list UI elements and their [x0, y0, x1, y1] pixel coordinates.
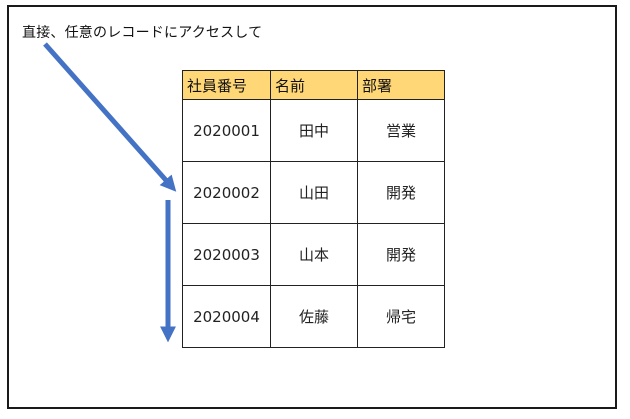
- table-row: 2020001 田中 営業: [182, 99, 445, 162]
- department-cell: 開発: [357, 223, 445, 286]
- employee-id-cell: 2020002: [182, 161, 271, 224]
- caption-text: 直接、任意のレコードにアクセスして: [22, 25, 263, 41]
- department-cell: 帰宅: [357, 285, 445, 348]
- employee-id-cell: 2020003: [182, 223, 271, 286]
- name-cell: 山田: [270, 161, 358, 224]
- department-cell: 営業: [357, 99, 445, 162]
- table-row: 2020003 山本 開発: [182, 223, 445, 286]
- department-cell: 開発: [357, 161, 445, 224]
- column-header-department: 部署: [357, 70, 445, 100]
- name-cell: 佐藤: [270, 285, 358, 348]
- column-header-employee-id: 社員番号: [182, 70, 271, 100]
- direct-access-arrow: [43, 42, 177, 192]
- table-header-row: 社員番号 名前 部署: [182, 70, 445, 100]
- table-row: 2020004 佐藤 帰宅: [182, 285, 445, 348]
- column-header-name: 名前: [270, 70, 358, 100]
- table-row: 2020002 山田 開発: [182, 161, 445, 224]
- name-cell: 田中: [270, 99, 358, 162]
- records-table: 社員番号 名前 部署 2020001 田中 営業 2020002 山田 開発 2…: [182, 70, 445, 348]
- diagram-frame: [7, 5, 617, 409]
- employee-id-cell: 2020004: [182, 285, 271, 348]
